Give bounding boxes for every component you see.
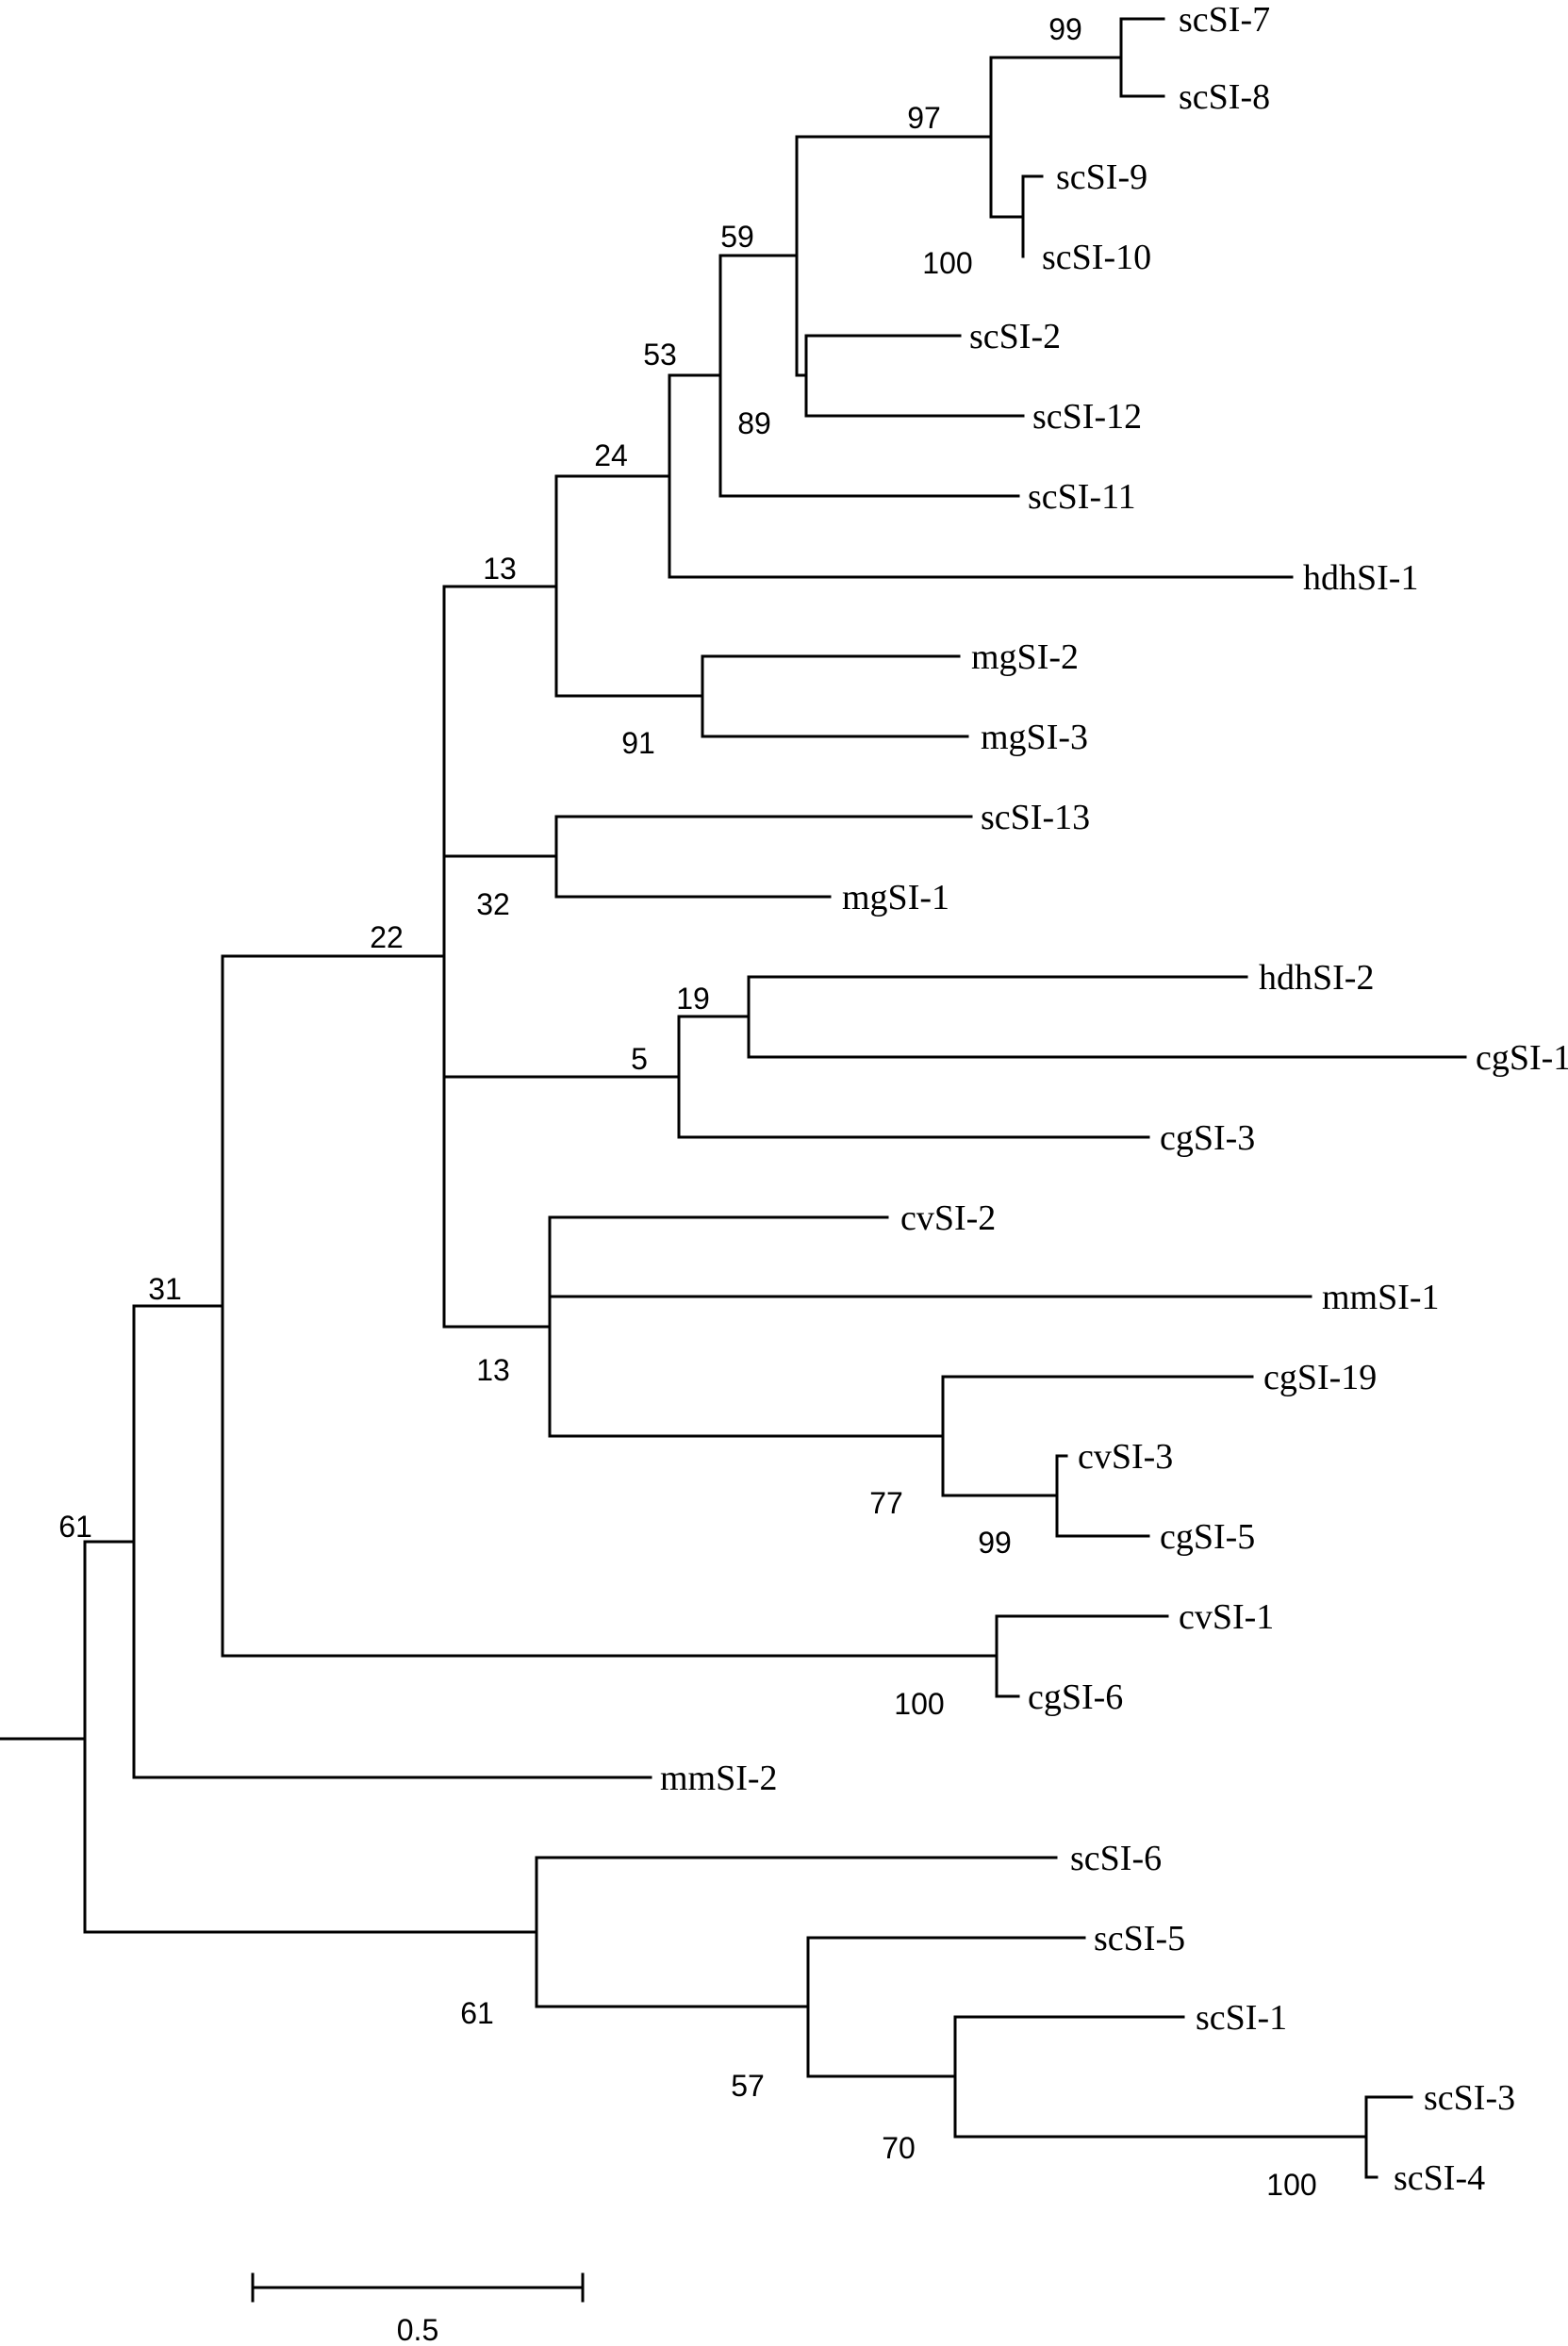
leaf-label-scsi-5: scSI-5 bbox=[1094, 1919, 1185, 1958]
leaf-label-cvsi-3: cvSI-3 bbox=[1078, 1437, 1173, 1477]
support-value-n22: 22 bbox=[370, 920, 404, 954]
leaf-label-cgsi-6: cgSI-6 bbox=[1028, 1677, 1123, 1717]
leaf-label-scsi-10: scSI-10 bbox=[1042, 238, 1151, 277]
leaf-label-hdhsi-2: hdhSI-2 bbox=[1259, 958, 1374, 998]
support-value-n59: 59 bbox=[720, 220, 754, 254]
support-value-n99a: 99 bbox=[1048, 12, 1082, 46]
support-value-n91: 91 bbox=[621, 726, 655, 760]
support-value-n77: 77 bbox=[869, 1486, 903, 1520]
tree-labels: 99 100 97 89 59 53 24 91 13 32 19 5 99 77 13 22 100 31 100… bbox=[58, 0, 1568, 2202]
support-value-n5: 5 bbox=[631, 1042, 648, 1076]
support-value-n61a: 61 bbox=[58, 1510, 92, 1544]
leaf-label-scsi-11: scSI-11 bbox=[1028, 477, 1136, 517]
scale-bar: 0.5 bbox=[251, 2272, 585, 2346]
support-value-n57: 57 bbox=[731, 2069, 765, 2103]
leaf-label-hdhsi-1: hdhSI-1 bbox=[1303, 558, 1418, 598]
support-value-n24: 24 bbox=[594, 438, 628, 472]
leaf-label-cvsi-1: cvSI-1 bbox=[1179, 1597, 1274, 1637]
leaf-label-scsi-9: scSI-9 bbox=[1056, 157, 1147, 197]
leaf-label-scsi-13: scSI-13 bbox=[981, 798, 1090, 837]
support-value-n13a: 13 bbox=[483, 552, 517, 586]
leaf-label-scsi-2: scSI-2 bbox=[969, 317, 1061, 356]
leaf-label-cgsi-5: cgSI-5 bbox=[1160, 1517, 1255, 1557]
support-value-n99b: 99 bbox=[978, 1526, 1012, 1560]
support-value-n53: 53 bbox=[643, 338, 677, 372]
leaf-label-scsi-12: scSI-12 bbox=[1032, 397, 1142, 437]
leaf-label-scsi-8: scSI-8 bbox=[1179, 77, 1270, 117]
tree-branches bbox=[0, 17, 1467, 2179]
leaf-label-scsi-6: scSI-6 bbox=[1070, 1839, 1162, 1878]
support-value-n100a: 100 bbox=[922, 246, 972, 280]
leaf-label-scsi-7: scSI-7 bbox=[1179, 0, 1270, 40]
leaf-label-scsi-3: scSI-3 bbox=[1424, 2078, 1515, 2118]
scale-bar-label: 0.5 bbox=[397, 2313, 438, 2346]
support-value-n100b: 100 bbox=[894, 1687, 944, 1721]
support-value-n31: 31 bbox=[148, 1272, 182, 1306]
support-value-n32: 32 bbox=[476, 887, 510, 921]
support-value-n13b: 13 bbox=[476, 1353, 510, 1387]
leaf-label-cgsi-19: cgSI-19 bbox=[1263, 1358, 1377, 1397]
leaf-label-scsi-4: scSI-4 bbox=[1394, 2158, 1485, 2198]
leaf-label-cvsi-2: cvSI-2 bbox=[900, 1198, 996, 1238]
leaf-label-cgsi-16: cgSI-16 bbox=[1476, 1038, 1568, 1078]
support-value-n61b: 61 bbox=[460, 1996, 494, 2030]
support-value-n70: 70 bbox=[882, 2131, 916, 2165]
leaf-label-cgsi-3: cgSI-3 bbox=[1160, 1118, 1255, 1158]
support-value-n100c: 100 bbox=[1266, 2168, 1316, 2202]
leaf-label-scsi-1: scSI-1 bbox=[1196, 1998, 1287, 2038]
leaf-label-mgsi-2: mgSI-2 bbox=[971, 637, 1079, 677]
support-value-n19: 19 bbox=[676, 982, 710, 1016]
scale-bar-line bbox=[251, 2272, 585, 2303]
leaf-label-mgsi-3: mgSI-3 bbox=[981, 718, 1088, 757]
leaf-label-mgsi-1: mgSI-1 bbox=[842, 878, 949, 917]
support-value-n89: 89 bbox=[737, 406, 771, 440]
leaf-label-mmsi-1: mmSI-1 bbox=[1322, 1278, 1440, 1317]
leaf-label-mmsi-2: mmSI-2 bbox=[660, 1759, 778, 1798]
support-value-n97: 97 bbox=[907, 101, 941, 135]
